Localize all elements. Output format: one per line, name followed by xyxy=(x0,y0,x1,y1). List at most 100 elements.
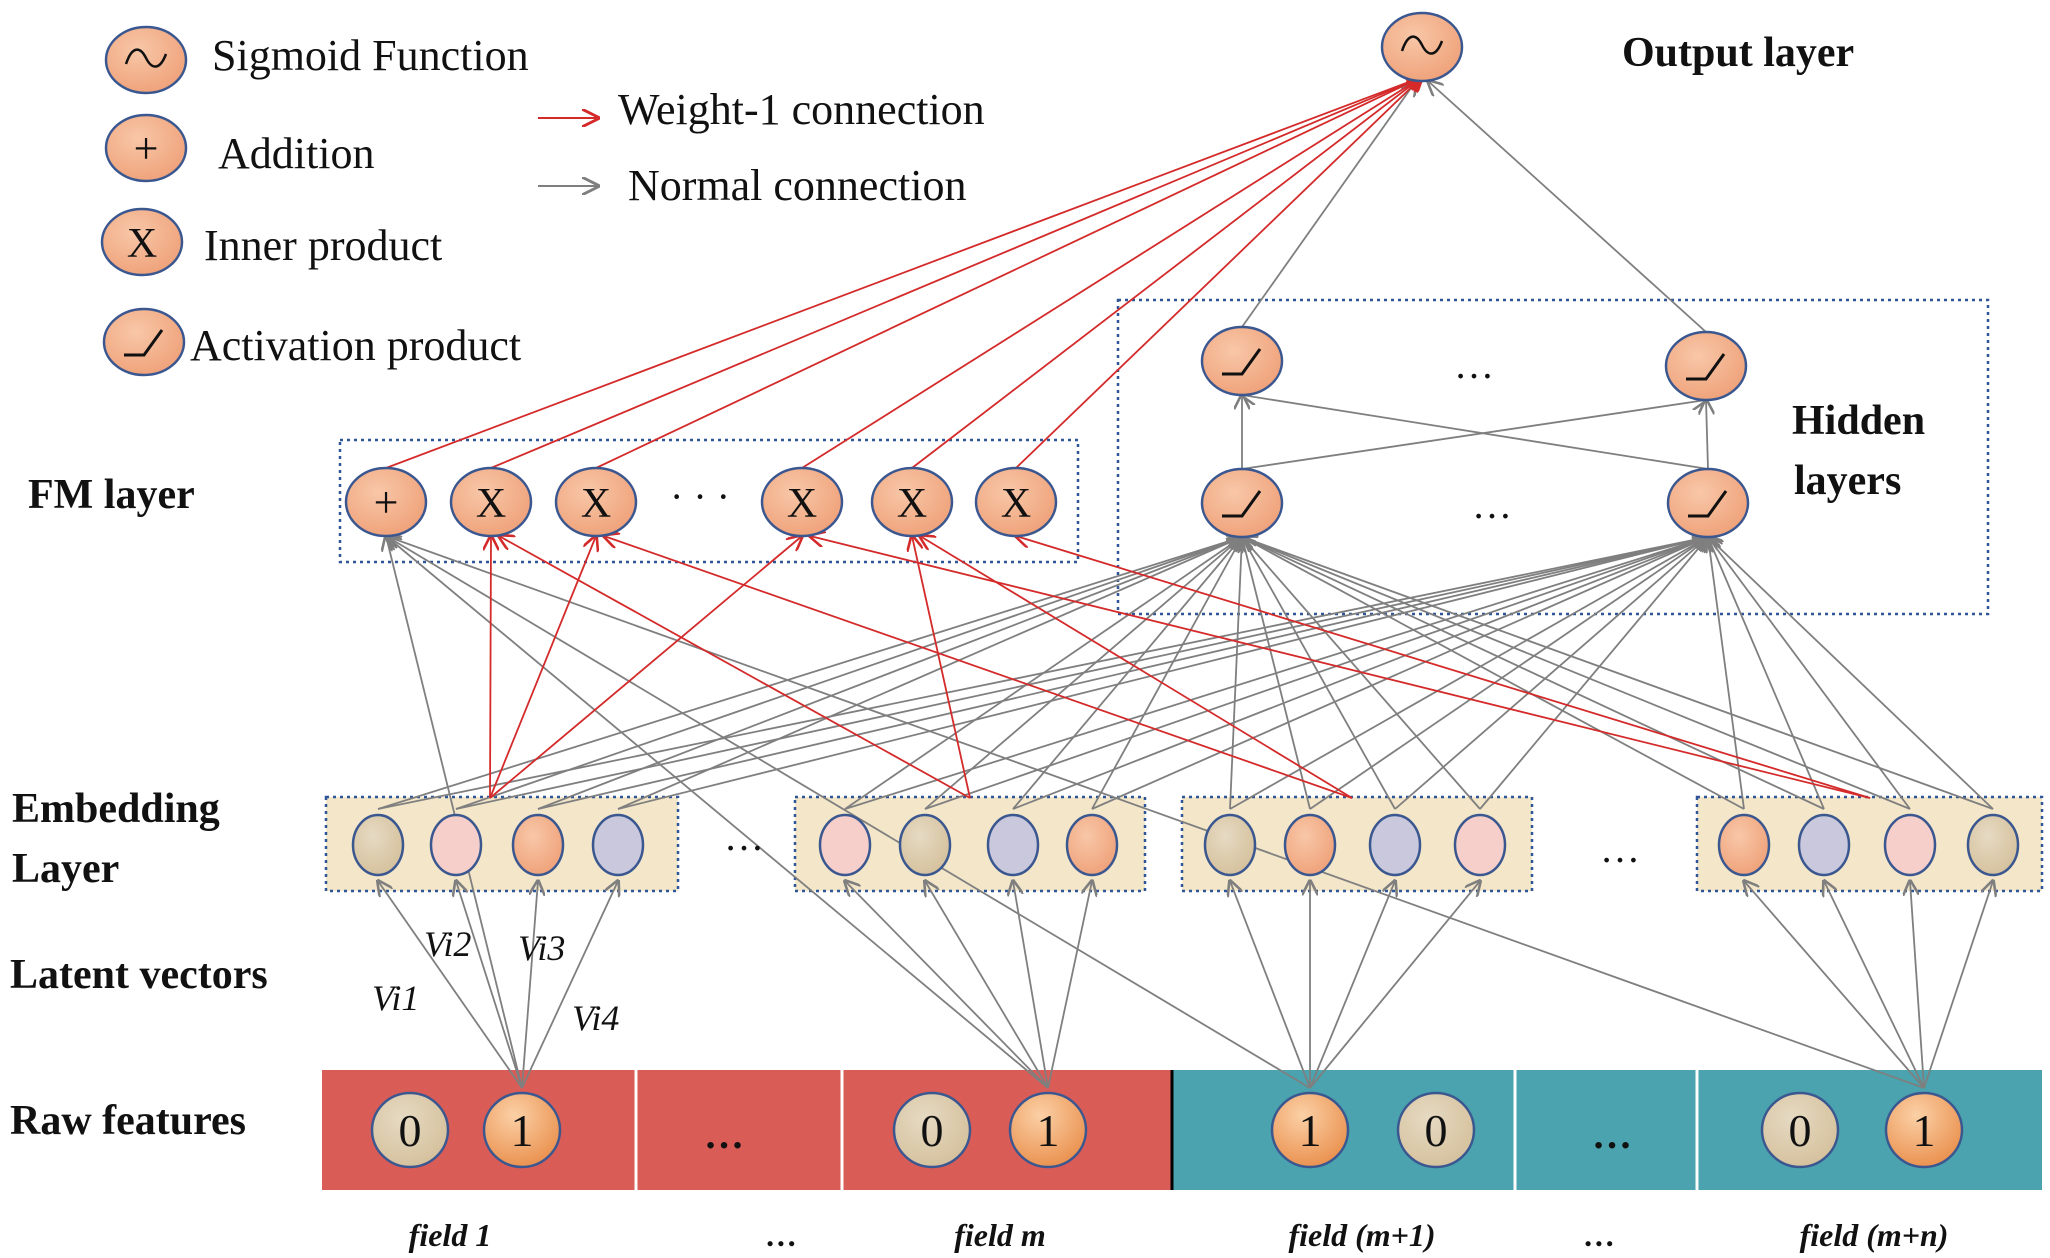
latent-vectors-label: Latent vectors xyxy=(10,952,268,998)
field-label: field (m+n) xyxy=(1800,1217,1949,1253)
embedding-to-hidden-line xyxy=(1708,537,1911,810)
hidden-layers-label-1: Hidden xyxy=(1792,398,1925,444)
latent-label: Vi4 xyxy=(572,998,619,1038)
latent-vector-line xyxy=(1923,881,1993,1089)
latent-vector-line xyxy=(521,881,618,1089)
raw-feature-value: 0 xyxy=(1425,1105,1448,1156)
hidden-layers-box xyxy=(1116,298,1990,616)
fm-inner-product-node xyxy=(974,466,1058,538)
latent-vector-line xyxy=(1309,881,1395,1089)
weight1-connection-line xyxy=(810,536,1871,799)
legend-inner-label: Inner product xyxy=(204,221,442,270)
raw-ellipsis: … xyxy=(1592,1112,1632,1157)
embedding-node xyxy=(591,813,645,877)
embedding-to-hidden-line xyxy=(455,537,1242,810)
raw-feature-value: 1 xyxy=(1913,1105,1936,1156)
inner-product-symbol: X xyxy=(897,481,927,527)
inner-product-symbol: X xyxy=(127,221,157,267)
embedding-to-hidden-line xyxy=(1394,537,1708,810)
embedding-to-hidden-line xyxy=(1708,537,1994,810)
latent-vector-line xyxy=(456,881,523,1089)
latent-vector-line xyxy=(1744,881,1925,1089)
hidden-ellipsis: … xyxy=(1472,482,1512,527)
latent-vector-line xyxy=(1309,881,1480,1089)
legend-addition-label: Addition xyxy=(218,129,374,178)
embedding-to-hidden-line xyxy=(617,537,1708,810)
embedding-node xyxy=(1065,813,1119,877)
raw-feature-node xyxy=(892,1091,972,1169)
inner-product-symbol: X xyxy=(581,481,611,527)
embedding-node xyxy=(1453,813,1507,877)
weight1-connection-line xyxy=(604,536,1353,799)
fm-inner-product-node xyxy=(760,466,844,538)
embedding-to-hidden-line xyxy=(537,537,1242,810)
inner-product-symbol: X xyxy=(787,481,817,527)
activation-curve xyxy=(1686,353,1726,381)
embedding-node xyxy=(898,813,952,877)
embedding-to-hidden-line xyxy=(1242,537,1311,810)
raw-feature-node xyxy=(1008,1091,1088,1169)
raw-to-addition-line xyxy=(386,536,1049,1089)
weight1-connection-line xyxy=(912,536,971,799)
latent-label: Vi3 xyxy=(518,928,565,968)
hidden-to-output-line xyxy=(1428,81,1707,333)
hidden-activation-node xyxy=(1200,325,1284,397)
activation-curve xyxy=(1688,490,1728,518)
weight1-connections xyxy=(385,77,1871,799)
weight1-connection-line xyxy=(490,536,491,799)
embedding-to-hidden-line xyxy=(844,537,1242,810)
raw-feature-node xyxy=(1396,1091,1476,1169)
hidden-activation-node xyxy=(1200,467,1284,539)
fm-inner-product-node xyxy=(449,466,533,538)
hidden-to-hidden-line xyxy=(1242,395,1709,470)
normal-connections xyxy=(377,81,1994,1089)
embedding-groups xyxy=(324,795,2044,893)
fm-to-output-line xyxy=(1015,77,1422,469)
latent-label: Vi1 xyxy=(372,978,419,1018)
raw-feature-node xyxy=(370,1091,450,1169)
embedding-node xyxy=(1717,813,1771,877)
embedding-node xyxy=(429,813,483,877)
legend-item-addition: + Addition xyxy=(104,113,374,183)
raw-to-addition-line xyxy=(386,536,1311,1089)
fm-to-output-line xyxy=(385,77,1422,469)
raw-feature-node xyxy=(482,1091,562,1169)
weight1-connection-line xyxy=(920,536,1353,799)
weight1-connection-line xyxy=(1016,536,1871,799)
legend-sigmoid-label: Sigmoid Function xyxy=(212,31,529,80)
legend-item-inner-product: X Inner product xyxy=(100,207,442,277)
hidden-to-hidden-line xyxy=(1706,400,1708,470)
field-label: … xyxy=(1584,1217,1616,1253)
embedding-node xyxy=(1797,813,1851,877)
raw-feature-node xyxy=(1760,1091,1840,1169)
inner-product-symbol: X xyxy=(1001,481,1031,527)
embedding-to-hidden-line xyxy=(1091,537,1242,810)
embedding-to-hidden-line xyxy=(537,537,1708,810)
raw-feature-value: 1 xyxy=(511,1105,534,1156)
embedding-node xyxy=(1883,813,1937,877)
embedding-layer-label-2: Layer xyxy=(12,846,119,892)
embedding-node xyxy=(511,813,565,877)
embedding-to-hidden-line xyxy=(1242,537,1396,810)
embedding-to-hidden-line xyxy=(1242,537,1911,810)
legend-item-weight1: Weight-1 connection xyxy=(538,85,985,134)
raw-feature-node xyxy=(1884,1091,1964,1169)
legend-activation-label: Activation product xyxy=(190,321,521,370)
activation-curve xyxy=(124,329,164,357)
embedding-to-hidden-line xyxy=(377,537,1242,810)
fm-to-output-line xyxy=(911,77,1422,469)
legend-item-normal: Normal connection xyxy=(538,161,966,210)
hidden-to-output-line xyxy=(1241,81,1416,328)
embedding-node xyxy=(1966,813,2020,877)
raw-feature-node xyxy=(1270,1091,1350,1169)
raw-to-addition-line xyxy=(386,536,523,1089)
embedding-to-hidden-line xyxy=(1309,537,1708,810)
embedding-to-hidden-line xyxy=(1229,537,1708,810)
embedding-to-hidden-line xyxy=(1242,537,1994,810)
embedding-to-hidden-line xyxy=(1479,537,1708,810)
latent-vector-line xyxy=(1047,881,1092,1089)
legend-item-sigmoid: Sigmoid Function xyxy=(104,25,529,95)
field-label: field m xyxy=(954,1217,1046,1253)
